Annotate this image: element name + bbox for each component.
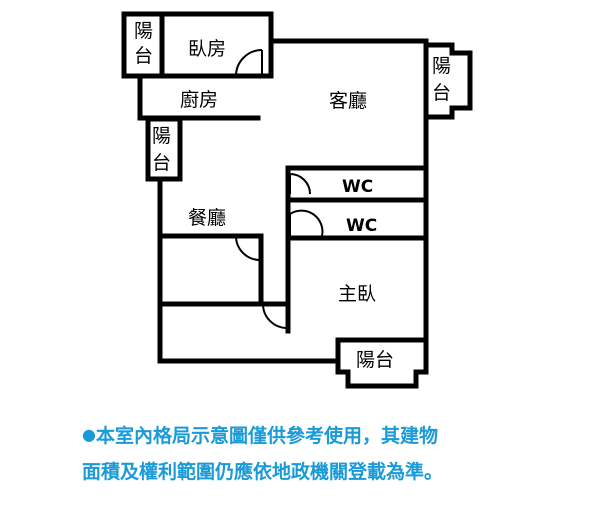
- bullet-icon: ●: [82, 425, 96, 444]
- balcony-top-right-char-1: 陽: [432, 55, 451, 77]
- balcony-bottom-label: 陽台: [356, 349, 394, 371]
- bedroom-box: [159, 11, 274, 79]
- balcony-left-char-1: 陽: [152, 125, 171, 147]
- kitchen-label: 廚房: [180, 88, 218, 111]
- balcony-left-box: [145, 116, 183, 182]
- disclaimer-text-1: 本室內格局示意圖僅供參考使用，其建物: [95, 425, 438, 447]
- bedroom-label: 臥房: [188, 38, 226, 60]
- dining-room-label: 餐廳: [188, 207, 226, 229]
- balcony-top-right-char-2: 台: [432, 82, 451, 104]
- balcony-top-left-label: 陽 台: [134, 20, 159, 67]
- balcony-right-box: [423, 42, 473, 120]
- balcony-top-right-label: 陽 台: [432, 55, 457, 104]
- bedroom-door: [235, 49, 263, 77]
- master-bedroom-label: 主臥: [338, 283, 376, 305]
- balcony-left-char-2: 台: [152, 152, 171, 174]
- living-room-label: 客廳: [329, 90, 367, 112]
- disclaimer-line-1: ●本室內格局示意圖僅供參考使用，其建物: [82, 421, 602, 448]
- floor-plan: 陽 台 臥房 陽 台 廚房 客廳 陽 台 WC WC 餐廳 主臥 陽台: [121, 11, 473, 389]
- disclaimer-line-2: 面積及權利範圍仍應依地政機關登載為準。: [82, 457, 602, 484]
- master-door: [262, 303, 288, 329]
- disclaimer-text-2: 面積及權利範圍仍應依地政機關登載為準。: [82, 461, 444, 483]
- wc-2-door: [289, 209, 324, 237]
- balcony-top-left-char-1: 陽: [134, 20, 153, 42]
- balcony-bottom-box: [335, 337, 429, 389]
- balcony-left-label: 陽 台: [152, 125, 177, 174]
- wc-2-label: WC: [346, 216, 377, 236]
- balcony-top-left-char-2: 台: [134, 45, 153, 67]
- wc-1-label: WC: [342, 177, 373, 197]
- wc-1-door: [289, 173, 311, 195]
- dining-door: [235, 235, 261, 261]
